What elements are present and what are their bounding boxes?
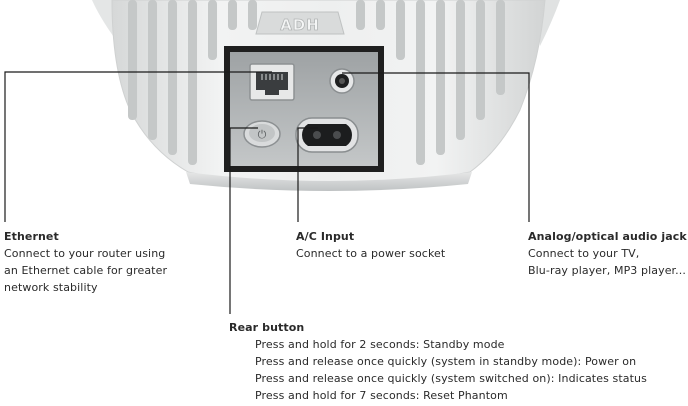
callout-line: Blu-ray player, MP3 player... [528, 264, 686, 277]
callout-title: A/C Input [296, 230, 355, 243]
callout-line: network stability [4, 281, 98, 294]
callout-line: Connect to a power socket [296, 247, 446, 260]
callout-line: Press and hold for 7 seconds: Reset Phan… [255, 389, 508, 402]
callout-line: an Ethernet cable for greater [4, 264, 168, 277]
callout-line: Connect to your router using [4, 247, 166, 260]
brand-mark: ADH [280, 16, 320, 34]
callout-analog-jack: Analog/optical audio jack Connect to you… [528, 228, 688, 279]
ethernet-port [249, 63, 295, 101]
callout-line: Press and hold for 2 seconds: Standby mo… [255, 338, 505, 351]
callout-ac-input: A/C Input Connect to a power socket [296, 228, 496, 262]
callout-title: Ethernet [4, 230, 59, 243]
ac-input-socket [295, 117, 359, 153]
callout-line: Press and release once quickly (system s… [255, 372, 647, 385]
callout-line: Connect to your TV, [528, 247, 640, 260]
callout-title: Rear button [229, 321, 305, 334]
callout-line: Press and release once quickly (system i… [255, 355, 637, 368]
callout-ethernet: Ethernet Connect to your router using an… [4, 228, 194, 296]
power-icon: ⏻ [258, 128, 267, 141]
brand-badge [255, 11, 345, 35]
rear-power-button: ⏻ [243, 120, 281, 148]
callout-title: Analog/optical audio jack [528, 230, 687, 243]
shell-left-edge [92, 0, 118, 40]
callout-rear-button: Rear button Press and hold for 2 seconds… [229, 319, 679, 404]
audio-jack [329, 68, 355, 94]
